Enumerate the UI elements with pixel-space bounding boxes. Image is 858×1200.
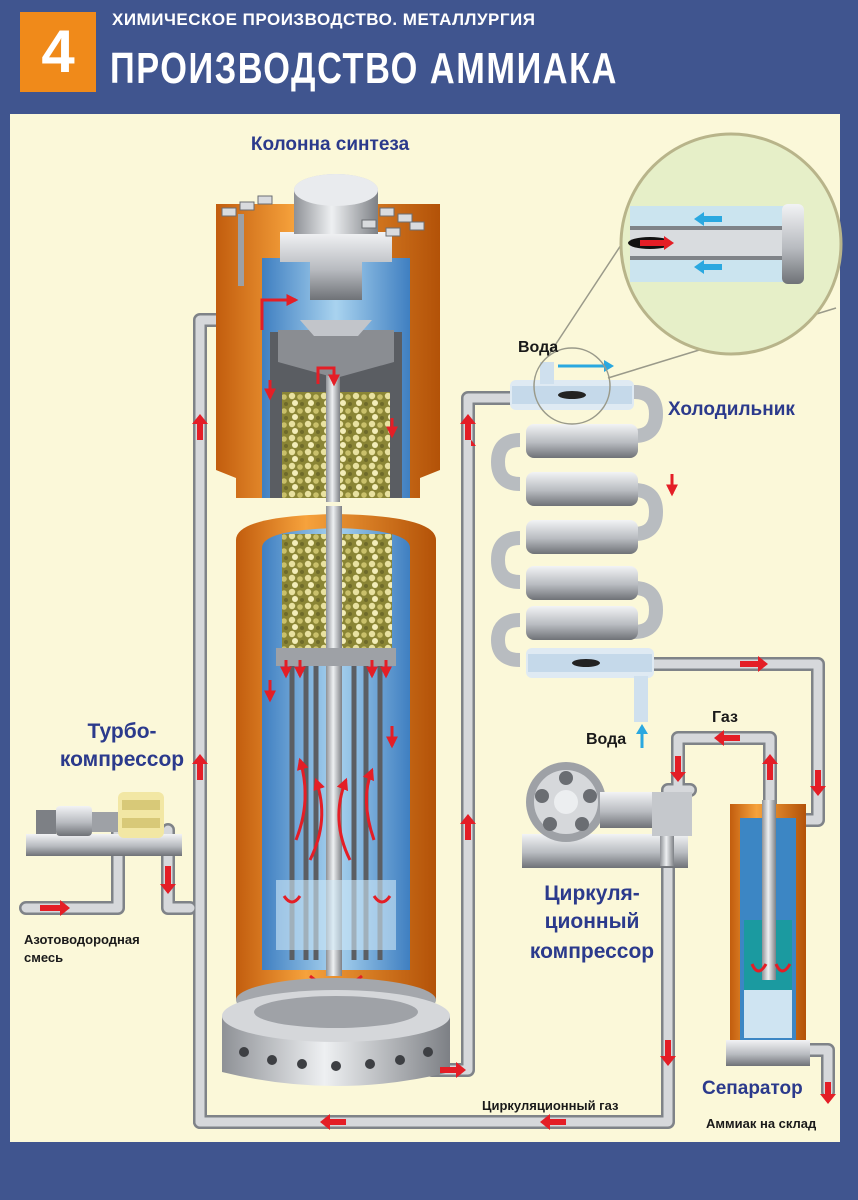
turbo-compressor (26, 792, 182, 856)
label-turbo-line1: Турбо- (87, 720, 156, 743)
label-gas: Газ (712, 709, 738, 726)
label-ammonia-output: Аммиак на склад (706, 1116, 817, 1131)
label-circ-compressor-line1: Циркуля- (544, 882, 640, 905)
section-number: 4 (41, 18, 75, 85)
label-cooler: Холодильник (668, 399, 795, 420)
poster-title: ПРОИЗВОДСТВО АММИАКА (110, 44, 618, 93)
label-circ-compressor-line2: ционный (545, 910, 640, 933)
flow-arrows (40, 414, 836, 1130)
label-circulation-gas: Циркуляционный газ (482, 1098, 619, 1113)
label-water-out: Вода (586, 731, 626, 748)
diagram-labels: Колонна синтеза Холодильник Вода Вода Га… (24, 134, 817, 1131)
section-number-badge: 4 (20, 12, 96, 92)
circulation-compressor (522, 762, 692, 868)
label-gas-mixture-line1: Азотоводородная (24, 932, 140, 947)
separator-vessel (726, 800, 810, 1066)
label-synthesis-column: Колонна синтеза (251, 134, 410, 155)
label-turbo-line2: компрессор (60, 748, 184, 771)
label-circ-compressor-line3: компрессор (530, 940, 654, 963)
label-separator: Сепаратор (702, 1078, 803, 1099)
label-water-in: Вода (518, 339, 558, 356)
synthesis-column-top (216, 174, 440, 502)
synthesis-column-bottom (222, 506, 450, 1086)
label-gas-mixture-line2: смесь (24, 950, 63, 965)
cooler-coils (490, 203, 837, 748)
poster-supertitle: ХИМИЧЕСКОЕ ПРОИЗВОДСТВО. МЕТАЛЛУРГИЯ (112, 10, 536, 29)
cooler-detail-inset (619, 132, 843, 356)
